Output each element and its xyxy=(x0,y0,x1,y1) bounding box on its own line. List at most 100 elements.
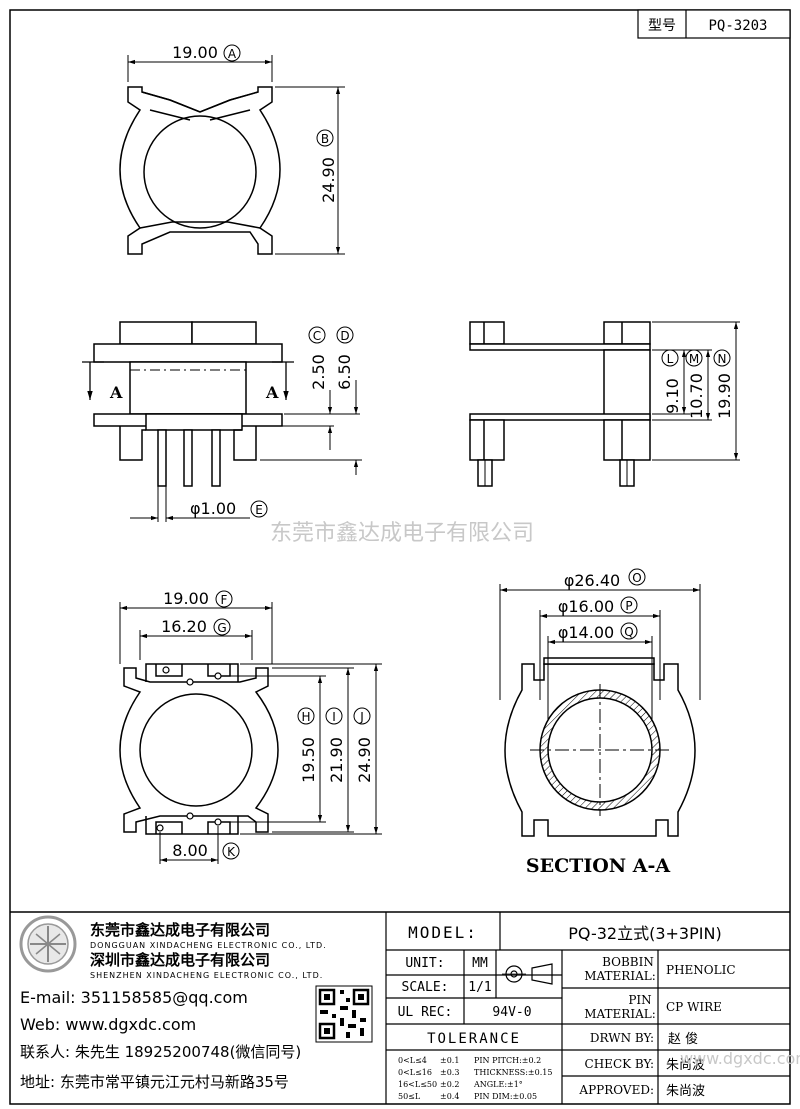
dim-bot-i: 21.90 xyxy=(327,737,346,783)
tol-spec-0: PIN PITCH:±0.2 xyxy=(474,1056,541,1065)
tol-range-3: 50≤L xyxy=(398,1092,421,1101)
dim-top-width: 19.00 xyxy=(172,43,218,62)
section-title: SECTION A-A xyxy=(526,855,671,877)
tag-f: F xyxy=(221,593,228,607)
tb-drawn-label: DRWN BY: xyxy=(590,1031,654,1045)
tag-l: L xyxy=(667,352,674,366)
side-view-dims: 9.10 L 10.70 M 19.90 N xyxy=(652,321,740,461)
tb-pin-label-2: MATERIAL: xyxy=(584,1007,656,1021)
qr-code xyxy=(315,985,373,1043)
dim-sec-p: φ16.00 xyxy=(558,597,614,616)
dim-bot-k: 8.00 xyxy=(172,841,208,860)
tb-tolerance-label: TOLERANCE xyxy=(427,1031,521,1047)
top-core-hole xyxy=(143,115,257,229)
section-letter-left: A xyxy=(109,383,123,402)
tol-tol-2: ±0.2 xyxy=(440,1080,459,1089)
tb-ul-value: 94V-0 xyxy=(492,1005,531,1020)
tol-tol-3: ±0.4 xyxy=(440,1092,459,1101)
company-name-cn: 东莞市鑫达成电子有限公司 xyxy=(90,921,270,939)
dim-side-c: 2.50 xyxy=(309,354,328,390)
tol-spec-2: ANGLE:±1° xyxy=(473,1080,523,1089)
bottom-view xyxy=(119,663,279,835)
header-model-box: 型号 PQ-3203 xyxy=(637,9,791,39)
tag-o: O xyxy=(632,571,641,585)
tb-ul-label: UL REC: xyxy=(398,1005,453,1020)
tb-scale-value: 1/1 xyxy=(468,980,491,995)
bottom-view-dims: 19.00 F 16.20 G 19.50 H 21.90 I 24.90 J … xyxy=(119,589,382,864)
dim-pin-dia: φ1.00 xyxy=(190,499,236,518)
company-web: Web: www.dgxdc.com xyxy=(20,1015,196,1034)
tag-q: Q xyxy=(624,625,633,639)
tol-tol-0: ±0.1 xyxy=(440,1056,459,1065)
company-name-en: DONGGUAN XINDACHENG ELECTRONIC CO., LTD. xyxy=(90,941,327,950)
tb-scale-label: SCALE: xyxy=(402,980,449,995)
dim-right-l: 9.10 xyxy=(663,378,682,414)
tol-range-1: 0<L≤16 xyxy=(398,1068,432,1077)
sheet-border xyxy=(9,9,791,1105)
tb-pin-label-1: PIN xyxy=(628,993,651,1007)
header-model-label: 型号 xyxy=(648,18,676,34)
tag-m: M xyxy=(689,352,699,366)
dim-side-d: 6.50 xyxy=(335,354,354,390)
tb-unit-label: UNIT: xyxy=(405,956,444,971)
tag-a: A xyxy=(228,47,237,61)
side-view xyxy=(469,321,651,487)
tb-unit-value: MM xyxy=(472,956,488,971)
section-view xyxy=(504,657,696,837)
tol-spec-1: THICKNESS:±0.15 xyxy=(474,1068,552,1077)
top-view-dims: 19.00 A 24.90 B xyxy=(127,43,345,255)
dim-right-n: 19.90 xyxy=(715,373,734,419)
watermark-company: 东莞市鑫达成电子有限公司 xyxy=(270,521,534,546)
tol-spec-3: PIN DIM:±0.05 xyxy=(474,1092,537,1101)
tb-bobbin-label-2: MATERIAL: xyxy=(584,969,656,983)
dim-bot-f: 19.00 xyxy=(163,589,209,608)
tag-g: G xyxy=(217,621,226,635)
front-view xyxy=(93,321,283,487)
tb-drawn-value: 赵 俊 xyxy=(668,1032,698,1047)
tag-k: K xyxy=(227,845,236,859)
header-model-code: PQ-3203 xyxy=(708,18,767,34)
section-view-dims: φ26.40 O φ16.00 P φ14.00 Q SECTION A-A xyxy=(499,568,701,877)
tb-approved-value: 朱尚波 xyxy=(666,1084,705,1099)
tol-range-0: 0<L≤4 xyxy=(398,1056,427,1065)
bottom-core-hole xyxy=(139,693,253,807)
company-block: 东莞市鑫达成电子有限公司 DONGGUAN XINDACHENG ELECTRO… xyxy=(19,915,373,1091)
tag-b: B xyxy=(321,132,329,146)
tol-range-2: 16<L≤50 xyxy=(398,1080,437,1089)
tag-i: I xyxy=(332,710,336,724)
tag-n: N xyxy=(718,352,727,366)
dim-bot-j: 24.90 xyxy=(355,737,374,783)
dim-bot-h: 19.50 xyxy=(299,737,318,783)
title-table xyxy=(385,912,790,1104)
tb-check-label: CHECK BY: xyxy=(585,1057,654,1071)
tb-model-label: MODEL: xyxy=(408,923,478,942)
front-view-dims: A A 2.50 C 6.50 D φ1.00 E xyxy=(82,326,362,522)
title-table-text: MODEL: PQ-32立式(3+3PIN) UNIT: MM SCALE: 1… xyxy=(398,923,800,1101)
tb-approved-label: APPROVED: xyxy=(578,1083,654,1097)
tag-c: C xyxy=(313,329,321,343)
dim-right-m: 10.70 xyxy=(687,373,706,419)
tb-pin-value: CP WIRE xyxy=(666,1000,722,1014)
tag-j: J xyxy=(359,710,364,724)
tag-e: E xyxy=(255,503,263,517)
dim-bot-g: 16.20 xyxy=(161,617,207,636)
section-letter-right: A xyxy=(265,383,279,402)
company-email: E-mail: 351158585@qq.com xyxy=(20,988,248,1007)
tag-d: D xyxy=(340,329,349,343)
dim-sec-q: φ14.00 xyxy=(558,623,614,642)
company-name2-en: SHENZHEN XINDACHENG ELECTRONIC CO., LTD. xyxy=(90,971,323,980)
tb-bobbin-value: PHENOLIC xyxy=(666,963,736,977)
tb-model-value: PQ-32立式(3+3PIN) xyxy=(568,924,721,943)
company-logo xyxy=(19,915,77,973)
site-watermark: www.dgxdc.com xyxy=(680,1049,800,1068)
company-name2-cn: 深圳市鑫达成电子有限公司 xyxy=(90,951,270,969)
tag-h: H xyxy=(301,710,310,724)
tb-bobbin-label-1: BOBBIN xyxy=(602,955,654,969)
dim-top-height: 24.90 xyxy=(319,157,338,203)
company-contact: 联系人: 朱先生 18925200748(微信同号) xyxy=(20,1043,301,1061)
dim-sec-o: φ26.40 xyxy=(564,571,620,590)
top-view xyxy=(119,86,281,255)
company-address: 地址: 东莞市常平镇元江元村马新路35号 xyxy=(20,1073,289,1091)
tol-tol-1: ±0.3 xyxy=(440,1068,459,1077)
